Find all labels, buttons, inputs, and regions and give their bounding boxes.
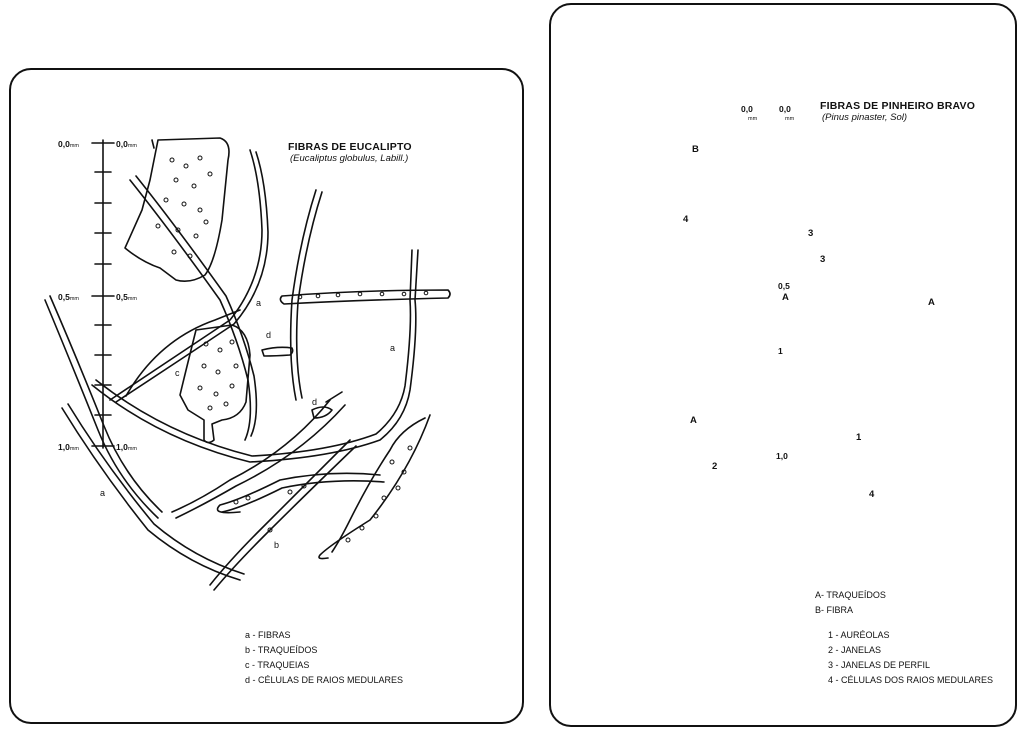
right-annotation-2: 2 [712,461,718,472]
right-legend-item: A- TRAQUEÍDOS [815,590,886,600]
right-legend-item: 2 - JANELAS [828,645,882,655]
right-annotation-3a: 3 [808,228,814,239]
right-legend-item: 4 - CÉLULAS DOS RAIOS MEDULARES [828,675,994,685]
left-ray-band [261,289,451,419]
right-annotation-3b: 3 [820,254,826,265]
right-annotation-A3: A [690,415,697,426]
left-legend-item: a - FIBRAS [245,630,291,640]
right-annotation-B: B [692,144,699,155]
left-annotation-b: b [274,540,280,550]
right-annotation-A1: A [782,292,789,303]
left-legend: a - FIBRAS b - TRAQUEÍDOS c - TRAQUEIAS … [245,628,403,688]
pine-panel [549,3,1017,727]
left-annotation-c: c [175,368,180,378]
left-scale-bar [91,139,115,449]
left-fibers [44,149,431,591]
right-legend-item: 3 - JANELAS DE PERFIL [828,660,931,670]
left-annotation-d1: d [266,330,272,340]
left-scale-label-10-left: 1,0mm [58,442,79,452]
right-annotation-4a: 4 [683,214,689,225]
right-subtitle: (Pinus pinaster, Sol) [822,112,908,123]
left-legend-item: b - TRAQUEÍDOS [245,645,318,655]
right-annotation-A2: A [928,297,935,308]
right-annotation-1: 1 [856,432,862,443]
right-legend-letters: A- TRAQUEÍDOS B- FIBRA [815,588,886,618]
left-annotation-a1: a [256,298,262,308]
left-scale-label-05-right: 0,5mm [116,292,137,302]
left-pits [155,155,429,543]
left-legend-item: d - CÉLULAS DE RAIOS MEDULARES [245,675,404,685]
left-subtitle: (Eucaliptus globulus, Labill.) [290,153,409,164]
left-scale-label-0-left: 0,0mm [58,139,79,149]
right-legend-item: 1 - AURÉOLAS [828,630,890,640]
eucalyptus-panel [9,68,524,724]
left-vessel-top [124,137,230,282]
right-scale-unit-right: mm [785,116,795,122]
right-legend-item: B- FIBRA [815,605,854,615]
left-annotation-d2: d [312,397,318,407]
right-scale-one: 1 [778,346,783,356]
right-scale-mid: 0,5 [778,281,790,291]
right-scale-unit-left: mm [748,116,758,122]
right-scale-top-right: 0,0 [779,104,791,114]
right-annotation-4b: 4 [869,489,875,500]
left-vessel-c [179,324,251,444]
left-annotation-a2: a [390,343,396,353]
left-scale-label-05-left: 0,5mm [58,292,79,302]
right-legend-numbers: 1 - AURÉOLAS 2 - JANELAS 3 - JANELAS DE … [828,628,993,688]
left-legend-item: c - TRAQUEIAS [245,660,310,670]
left-annotation-a3: a [100,488,106,498]
right-scale-top-left: 0,0 [741,104,753,114]
right-scale-bottom: 1,0 [776,451,788,461]
left-scale-label-0-right: 0,0mm [116,139,137,149]
left-scale-label-10-right: 1,0mm [116,442,137,452]
left-title: FIBRAS DE EUCALIPTO [288,141,412,153]
right-title: FIBRAS DE PINHEIRO BRAVO [820,100,976,112]
